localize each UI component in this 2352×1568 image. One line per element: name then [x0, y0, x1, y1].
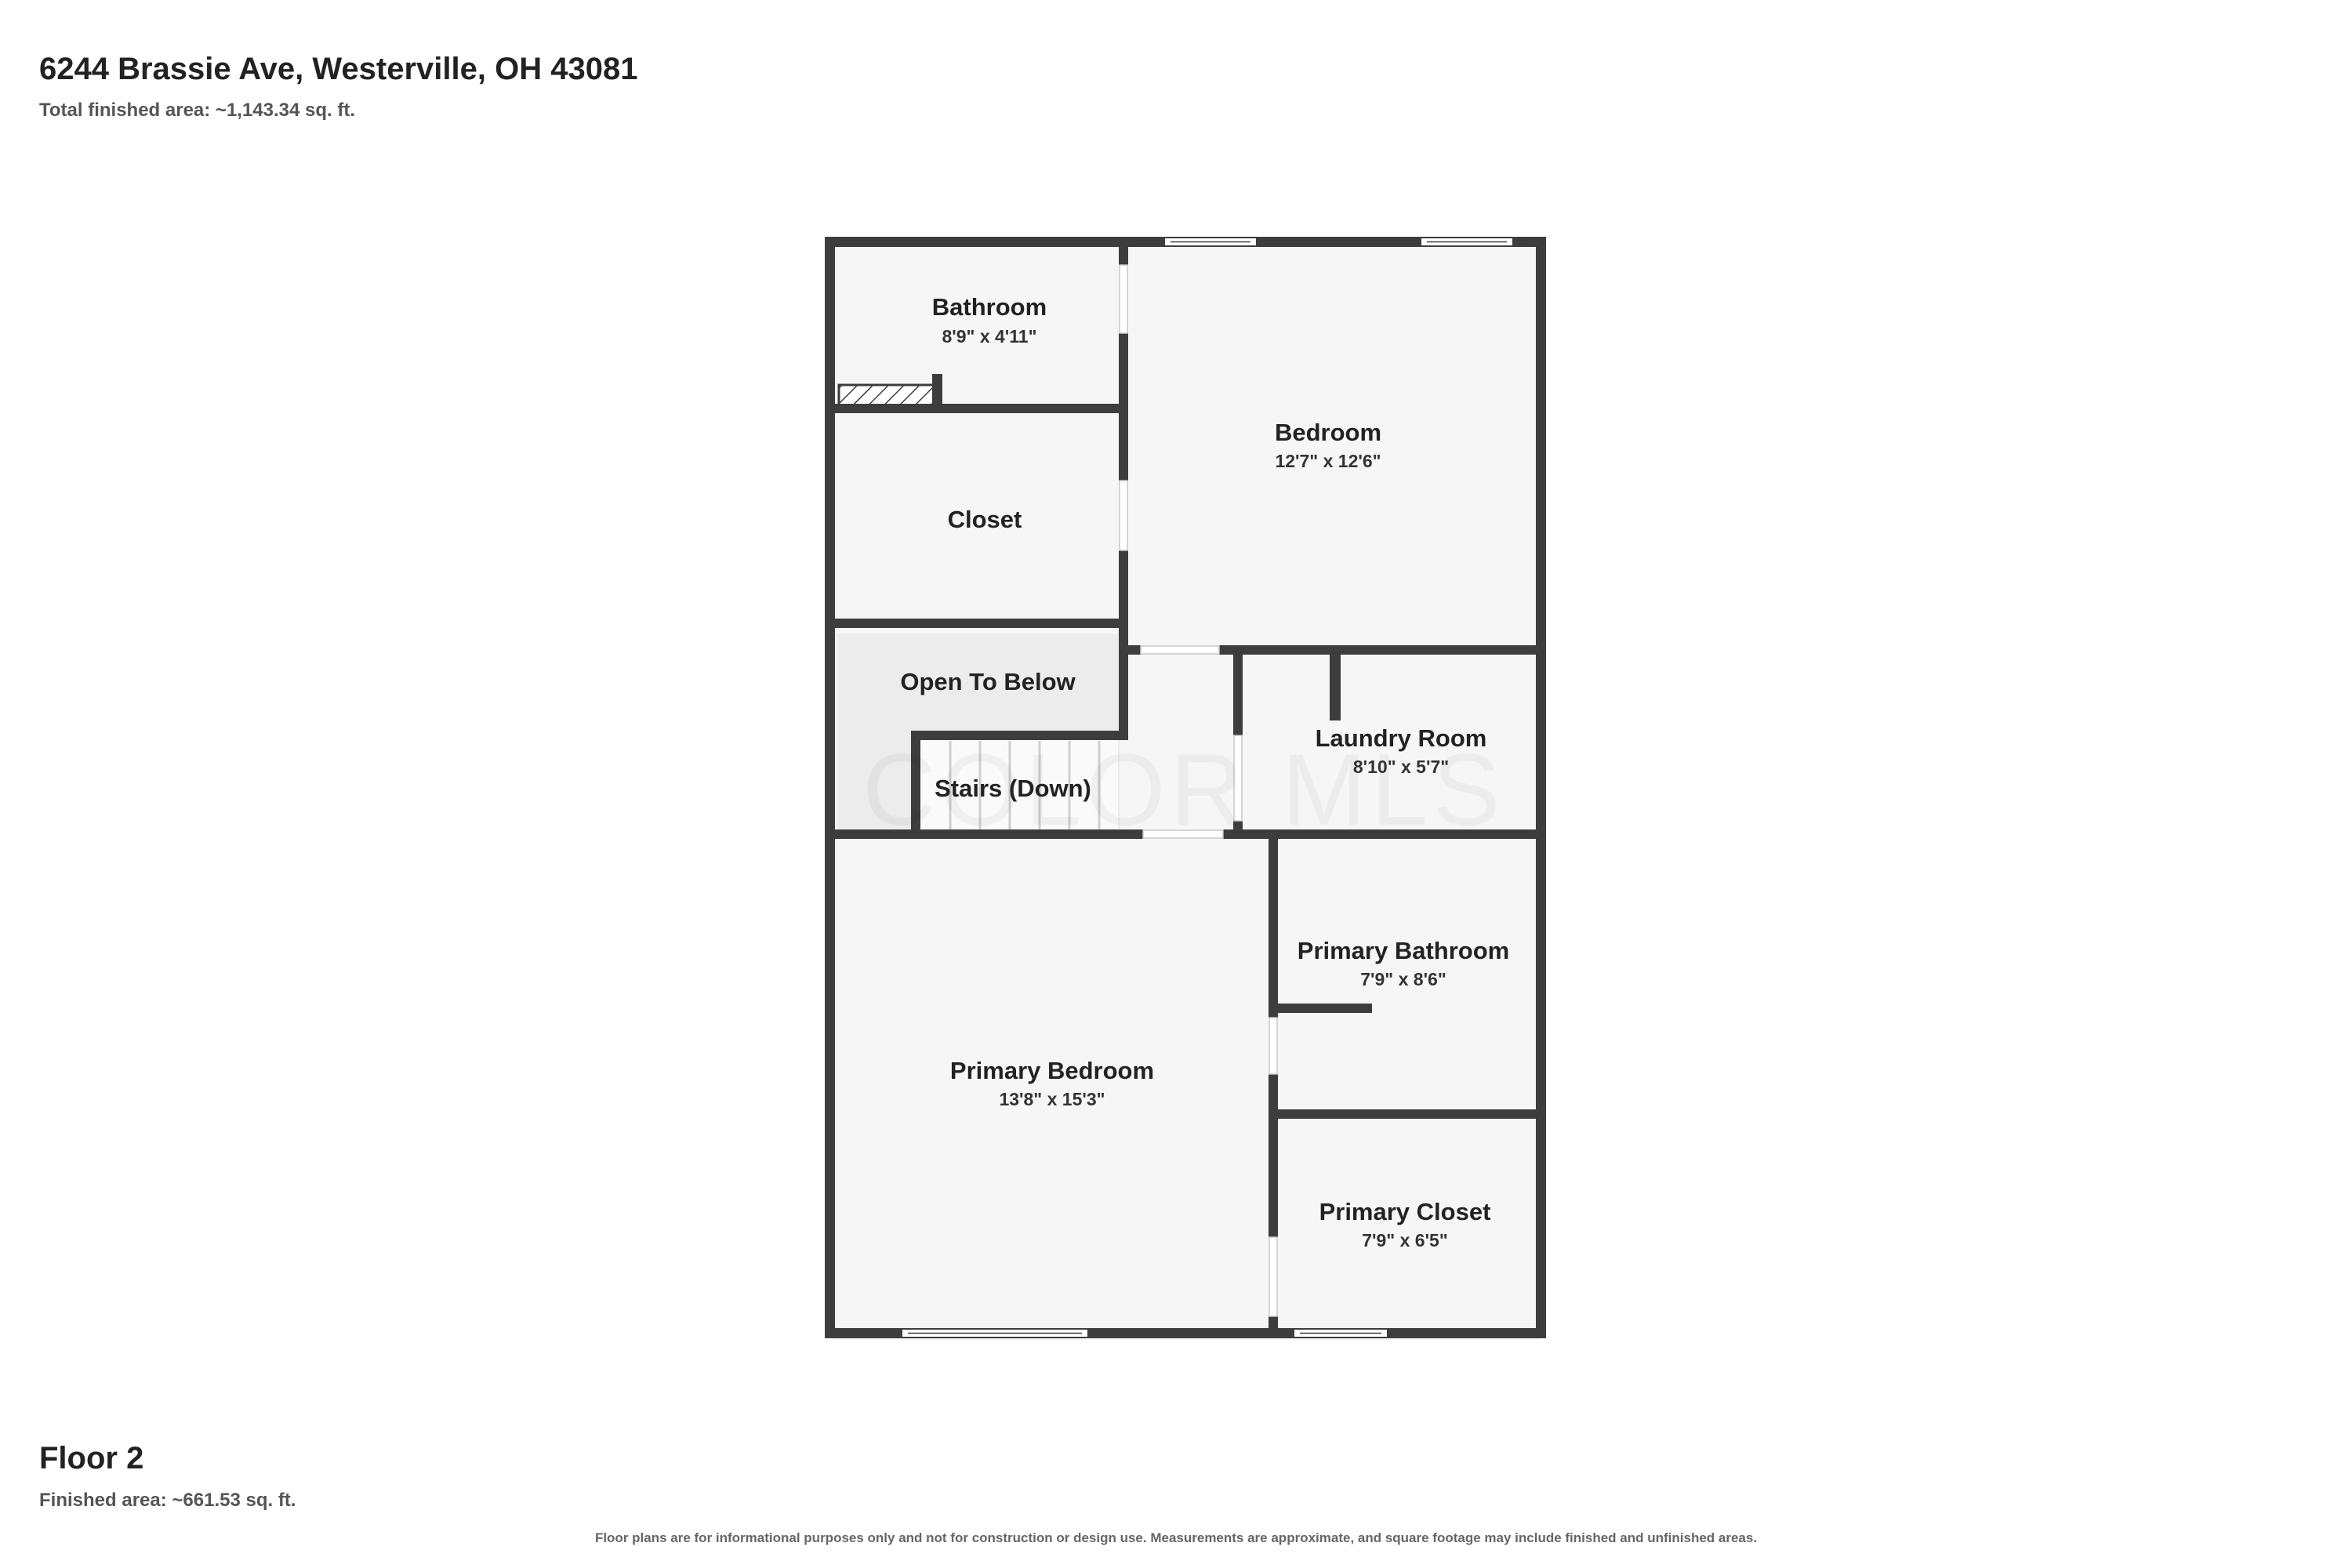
- floor-name: Floor 2: [39, 1441, 144, 1475]
- room-bathroom: Bathroom 8'9" x 4'11": [932, 293, 1047, 347]
- room-dimensions: 7'9" x 6'5": [1362, 1230, 1448, 1250]
- room-open-to-below: Open To Below: [900, 668, 1076, 695]
- hatched-fixture: [837, 383, 942, 408]
- window-sills: [908, 241, 1507, 1334]
- room-primary-bedroom: Primary Bedroom 13'8" x 15'3": [950, 1057, 1154, 1109]
- room-name: Primary Closet: [1319, 1198, 1491, 1225]
- room-dimensions: 13'8" x 15'3": [999, 1089, 1105, 1109]
- stairs-area: [920, 739, 1118, 836]
- disclaimer: Floor plans are for informational purpos…: [594, 1530, 1758, 1545]
- property-address: 6244 Brassie Ave, Westerville, OH 43081: [39, 52, 638, 86]
- floor-finished-area: Finished area: ~661.53 sq. ft.: [39, 1490, 296, 1511]
- room-name: Open To Below: [900, 668, 1076, 695]
- room-laundry: Laundry Room 8'10" x 5'7": [1316, 724, 1487, 777]
- door-openings: [1119, 264, 1278, 1317]
- stair-treads: [949, 741, 1101, 834]
- room-primary-bathroom: Primary Bathroom 7'9" x 8'6": [1298, 937, 1509, 989]
- room-name: Bathroom: [932, 293, 1047, 321]
- room-stairs: Stairs (Down): [935, 775, 1091, 802]
- total-finished-area: Total finished area: ~1,143.34 sq. ft.: [39, 100, 356, 121]
- room-dimensions: 8'9" x 4'11": [942, 326, 1036, 347]
- room-closet: Closet: [948, 506, 1022, 533]
- room-name: Laundry Room: [1316, 724, 1487, 752]
- room-name: Primary Bathroom: [1298, 937, 1509, 964]
- room-name: Primary Bedroom: [950, 1057, 1154, 1084]
- room-name: Bedroom: [1275, 419, 1381, 446]
- room-dimensions: 7'9" x 8'6": [1360, 969, 1446, 989]
- room-dimensions: 8'10" x 5'7": [1353, 757, 1449, 777]
- room-bedroom: Bedroom 12'7" x 12'6": [1275, 419, 1381, 471]
- room-name: Closet: [948, 506, 1022, 533]
- room-name: Stairs (Down): [935, 775, 1091, 802]
- room-primary-closet: Primary Closet 7'9" x 6'5": [1319, 1198, 1491, 1250]
- walls: [825, 237, 1546, 1338]
- room-dimensions: 12'7" x 12'6": [1275, 451, 1381, 471]
